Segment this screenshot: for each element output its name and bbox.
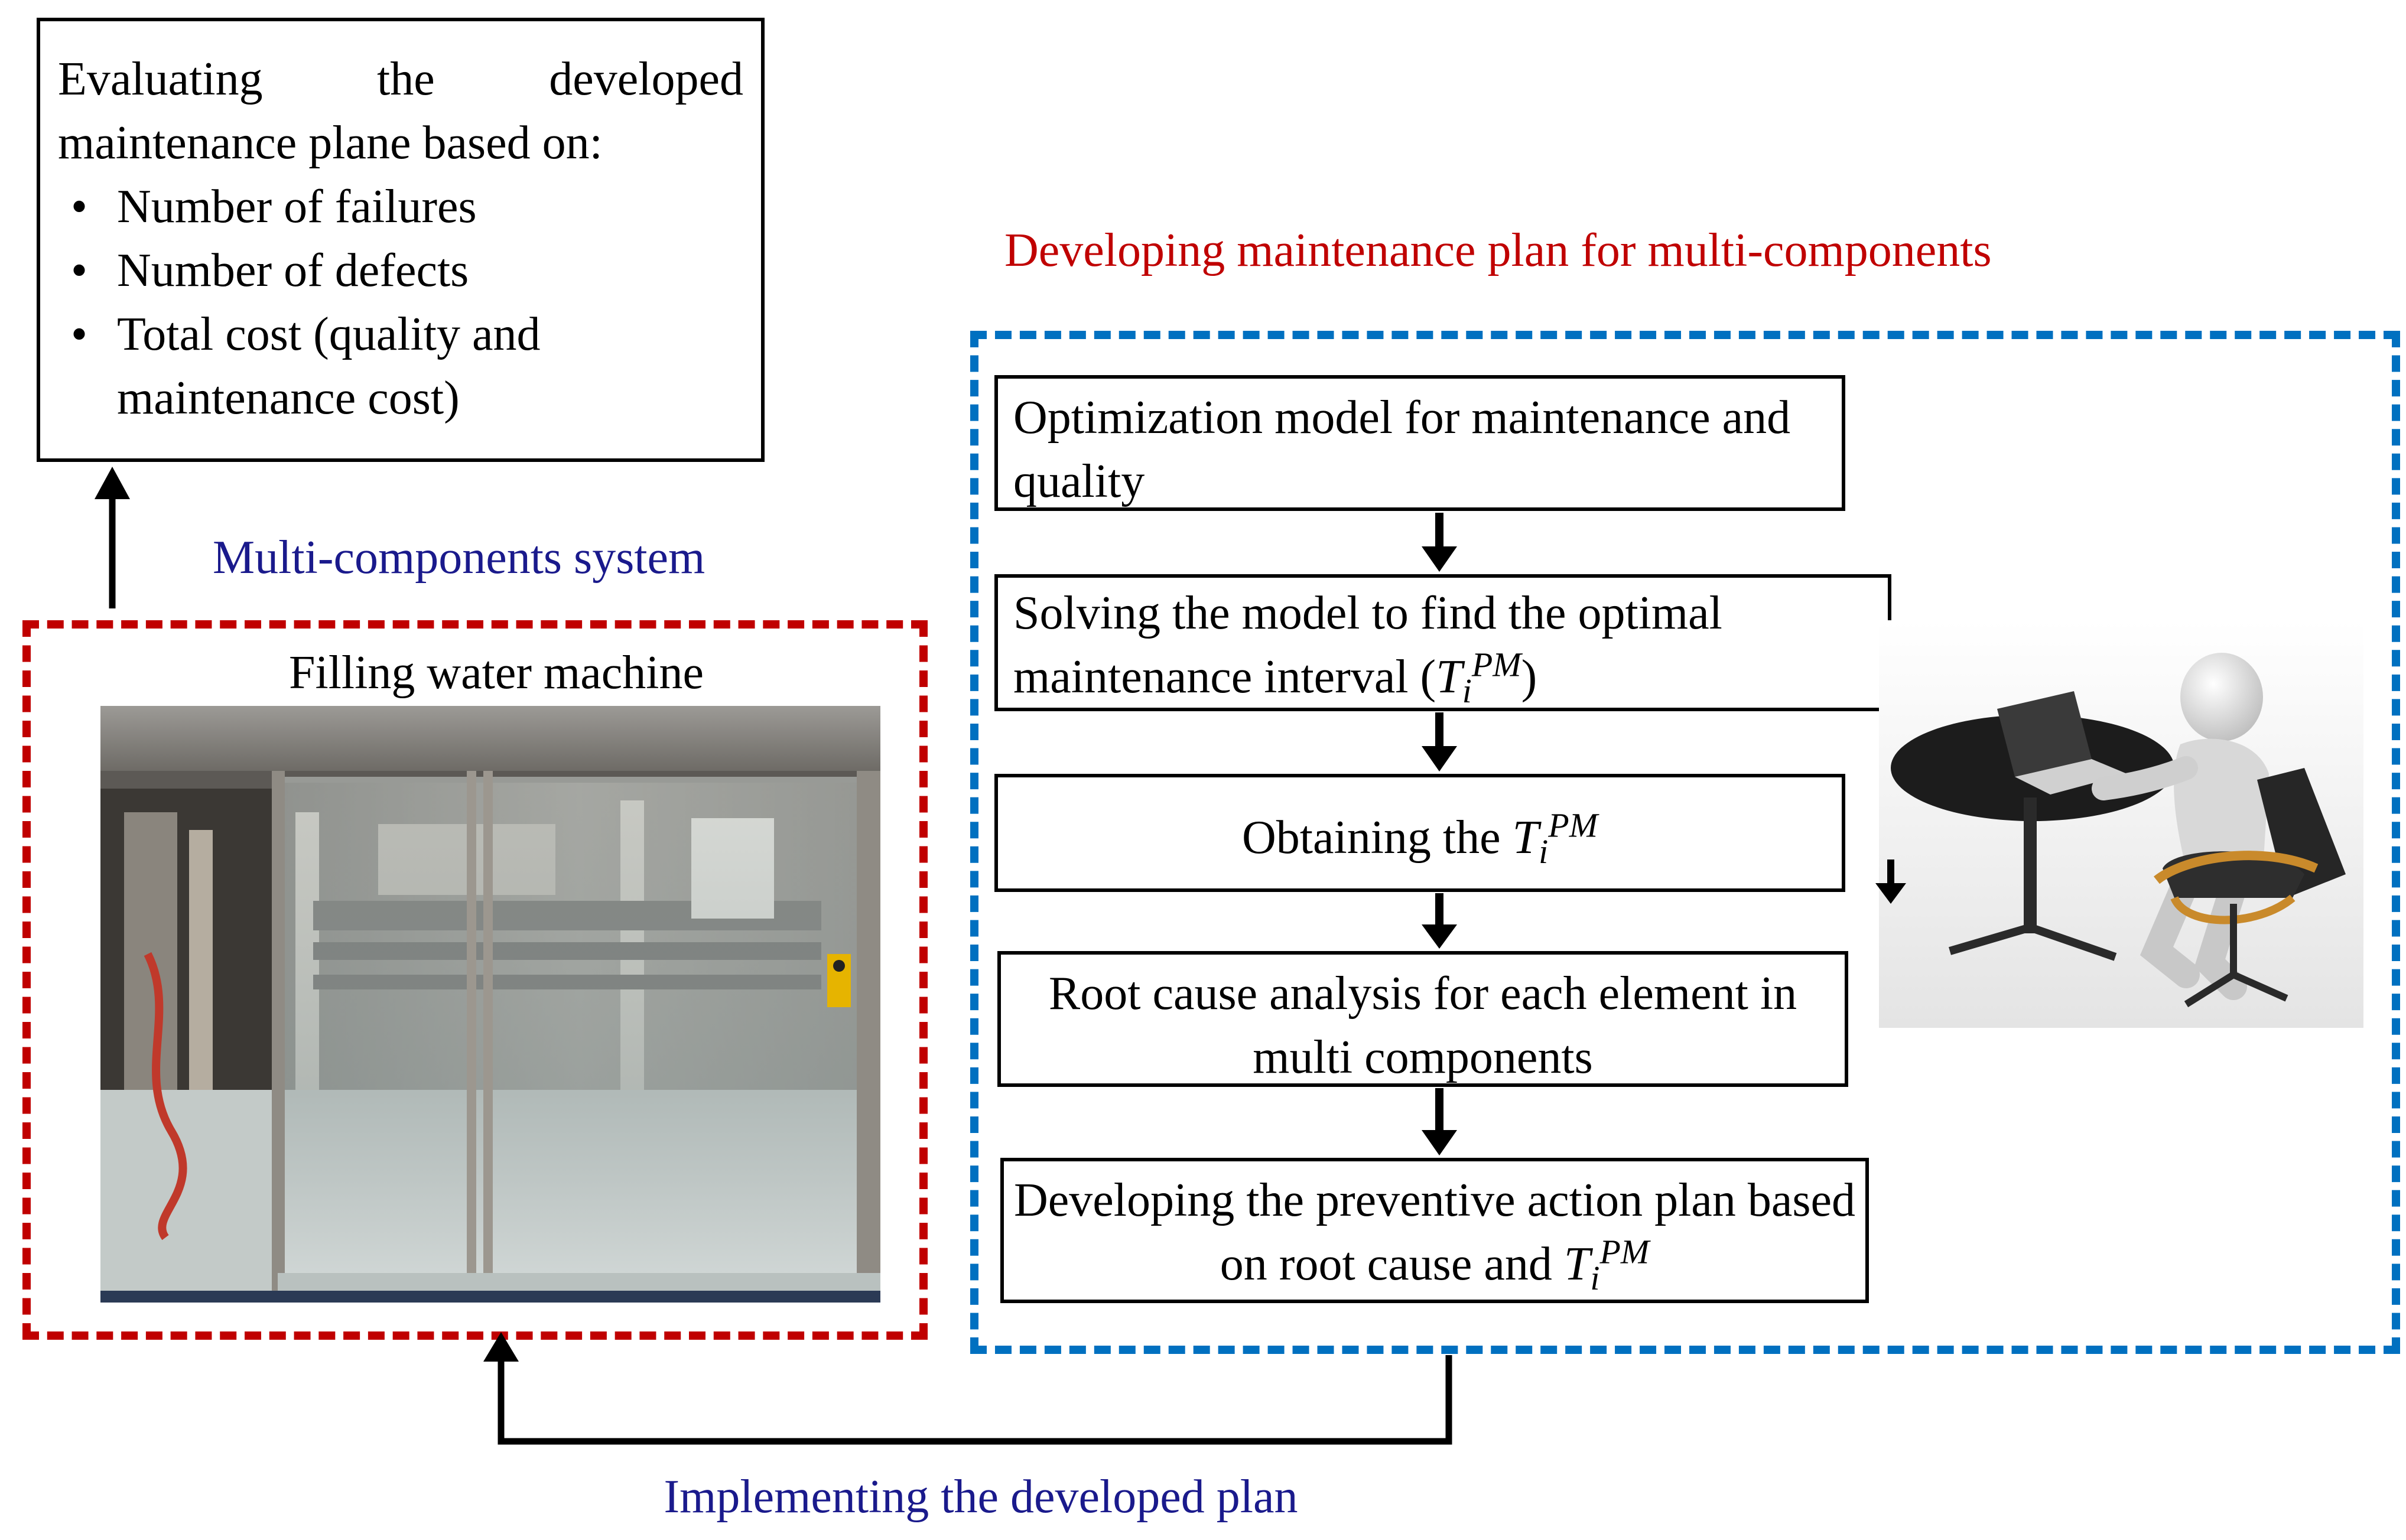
- step-solving-model-text: Solving the model to find the optimal ma…: [1013, 587, 1722, 703]
- plan-frame: [970, 331, 2400, 1354]
- criterion-defects: Number of defects: [58, 239, 743, 302]
- person-at-laptop-icon: [1879, 620, 2363, 1028]
- step-solving-model: Solving the model to find the optimal ma…: [994, 574, 1891, 711]
- evaluation-heading: Evaluating the developed maintenance pla…: [58, 53, 743, 169]
- tpm-symbol: TiPM: [1436, 645, 1521, 710]
- machine-frame: [22, 620, 928, 1340]
- filling-machine-photo: [100, 706, 880, 1303]
- step-preventive-action-plan: Developing the preventive action plan ba…: [1000, 1158, 1869, 1303]
- step-solving-model-close: ): [1521, 651, 1537, 703]
- multi-components-label: Multi-components system: [213, 532, 705, 584]
- step-preventive-text: Developing the preventive action plan ba…: [1014, 1174, 1855, 1290]
- evaluation-box: Evaluating the developed maintenance pla…: [37, 18, 765, 462]
- step-root-cause-analysis: Root cause analysis for each element in …: [997, 951, 1848, 1087]
- criterion-total-cost: Total cost (quality and maintenance cost…: [58, 302, 743, 430]
- step-obtaining-tpm: Obtaining the TiPM: [994, 774, 1845, 892]
- machine-title: Filling water machine: [288, 647, 704, 699]
- tpm-symbol: TiPM: [1512, 806, 1598, 871]
- implement-label: Implementing the developed plan: [664, 1471, 1298, 1523]
- person-drawing: [1879, 620, 2363, 1028]
- criterion-failures: Number of failures: [58, 175, 743, 239]
- tpm-symbol: TiPM: [1563, 1232, 1650, 1297]
- plan-title: Developing maintenance plan for multi-co…: [1004, 224, 1992, 276]
- step-obtaining-text: Obtaining the: [1241, 812, 1501, 864]
- evaluation-criteria-list: Number of failures Number of defects Tot…: [58, 175, 743, 430]
- machine-drawing: [100, 706, 880, 1303]
- arrow-machine-to-evaluation: [95, 467, 130, 608]
- step-optimization-model: Optimization model for maintenance and q…: [994, 375, 1845, 511]
